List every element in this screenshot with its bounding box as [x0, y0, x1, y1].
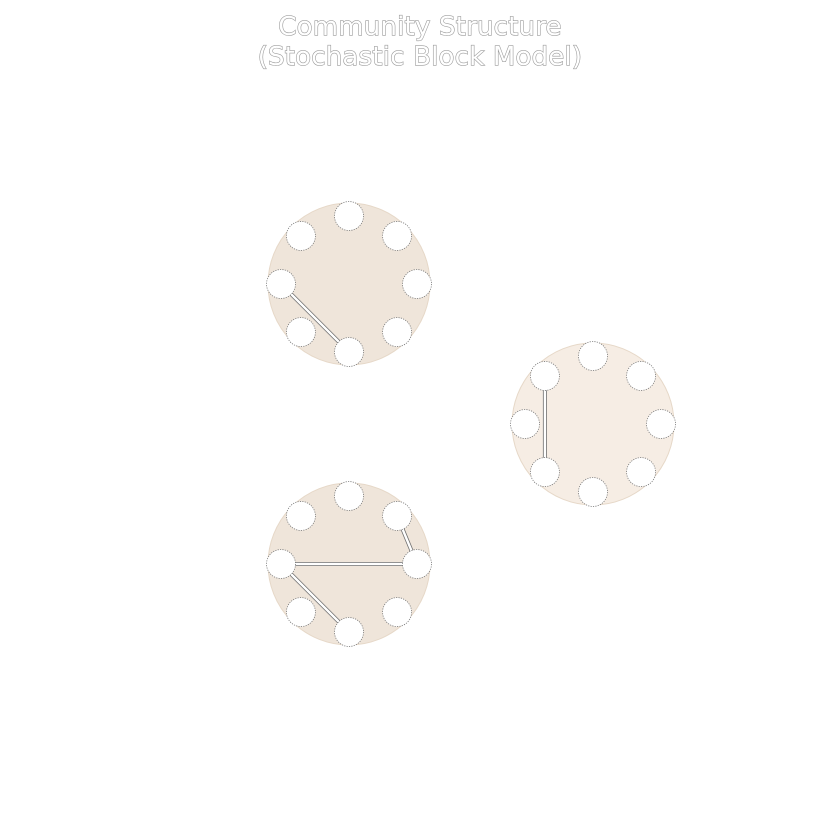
graph-node: [266, 549, 296, 579]
graph-node: [510, 409, 540, 439]
graph-node: [286, 317, 316, 347]
graph-node: [266, 269, 296, 299]
community-1: [266, 201, 432, 367]
graph-node: [382, 597, 412, 627]
graph-node: [626, 361, 656, 391]
diagram-title-line1: Community Structure: [278, 11, 563, 42]
graph-node: [578, 477, 608, 507]
graph-node: [530, 457, 560, 487]
graph-node: [530, 361, 560, 391]
graph-node: [334, 481, 364, 511]
diagram-title-line2: (Stochastic Block Model): [257, 41, 583, 72]
community-2: [510, 341, 676, 507]
graph-node: [382, 501, 412, 531]
graph-node: [286, 221, 316, 251]
edge-highlight: [280, 283, 350, 353]
graph-node: [402, 269, 432, 299]
graph-node: [646, 409, 676, 439]
graph-node: [286, 597, 316, 627]
graph-node: [626, 457, 656, 487]
graph-node: [578, 341, 608, 371]
graph-node: [334, 617, 364, 647]
graph-node: [402, 549, 432, 579]
graph-node: [334, 201, 364, 231]
communities-layer: [266, 201, 676, 647]
graph-node: [334, 337, 364, 367]
graph-node: [382, 221, 412, 251]
community-3: [266, 481, 432, 647]
graph-node: [286, 501, 316, 531]
edge-highlight: [280, 563, 350, 633]
graph-node: [382, 317, 412, 347]
